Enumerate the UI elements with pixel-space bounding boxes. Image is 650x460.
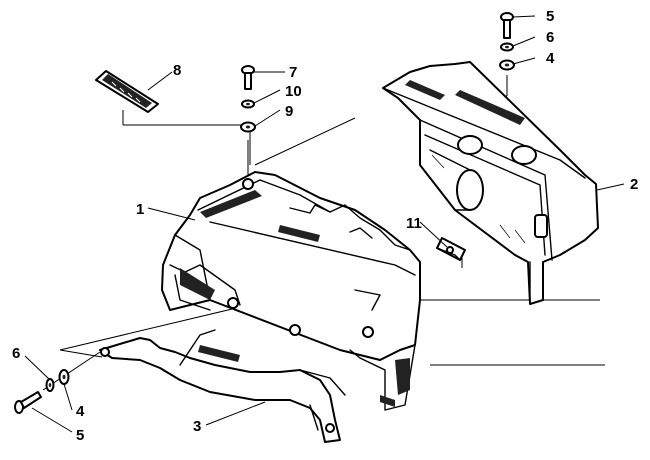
callout-4-top: 4	[546, 50, 555, 67]
callout-6-top: 6	[546, 29, 554, 46]
callout-3: 3	[193, 418, 201, 435]
callout-7: 7	[289, 64, 297, 81]
main-housing-part-1	[161, 171, 421, 411]
washer-6-top	[500, 42, 514, 52]
callout-4-bottom: 4	[76, 403, 85, 420]
callout-6-bottom: 6	[12, 345, 20, 362]
washer-10	[241, 99, 255, 109]
bracket-part-3	[99, 329, 346, 443]
washer-4-top	[499, 59, 515, 71]
callout-11: 11	[406, 215, 422, 232]
callout-9: 9	[285, 103, 293, 120]
rear-shield-part-2	[382, 61, 599, 305]
callout-labels: 1 2 3 4 4 5 5 6 6 7 8 9 10 11	[12, 8, 638, 444]
callout-8: 8	[173, 62, 181, 79]
leader-lines	[24, 15, 625, 433]
callout-10: 10	[285, 83, 302, 100]
washer-6-bottom	[45, 378, 55, 392]
callout-2: 2	[630, 176, 638, 193]
callout-5-top: 5	[546, 8, 554, 25]
screw-5-top	[500, 12, 514, 39]
washer-4-bottom	[58, 369, 70, 385]
callout-5-bottom: 5	[76, 427, 84, 444]
screw-5-bottom	[14, 391, 42, 414]
callout-1: 1	[136, 201, 144, 218]
decal-part-8	[95, 70, 159, 113]
washer-9	[240, 121, 256, 133]
screw-7	[241, 65, 255, 90]
